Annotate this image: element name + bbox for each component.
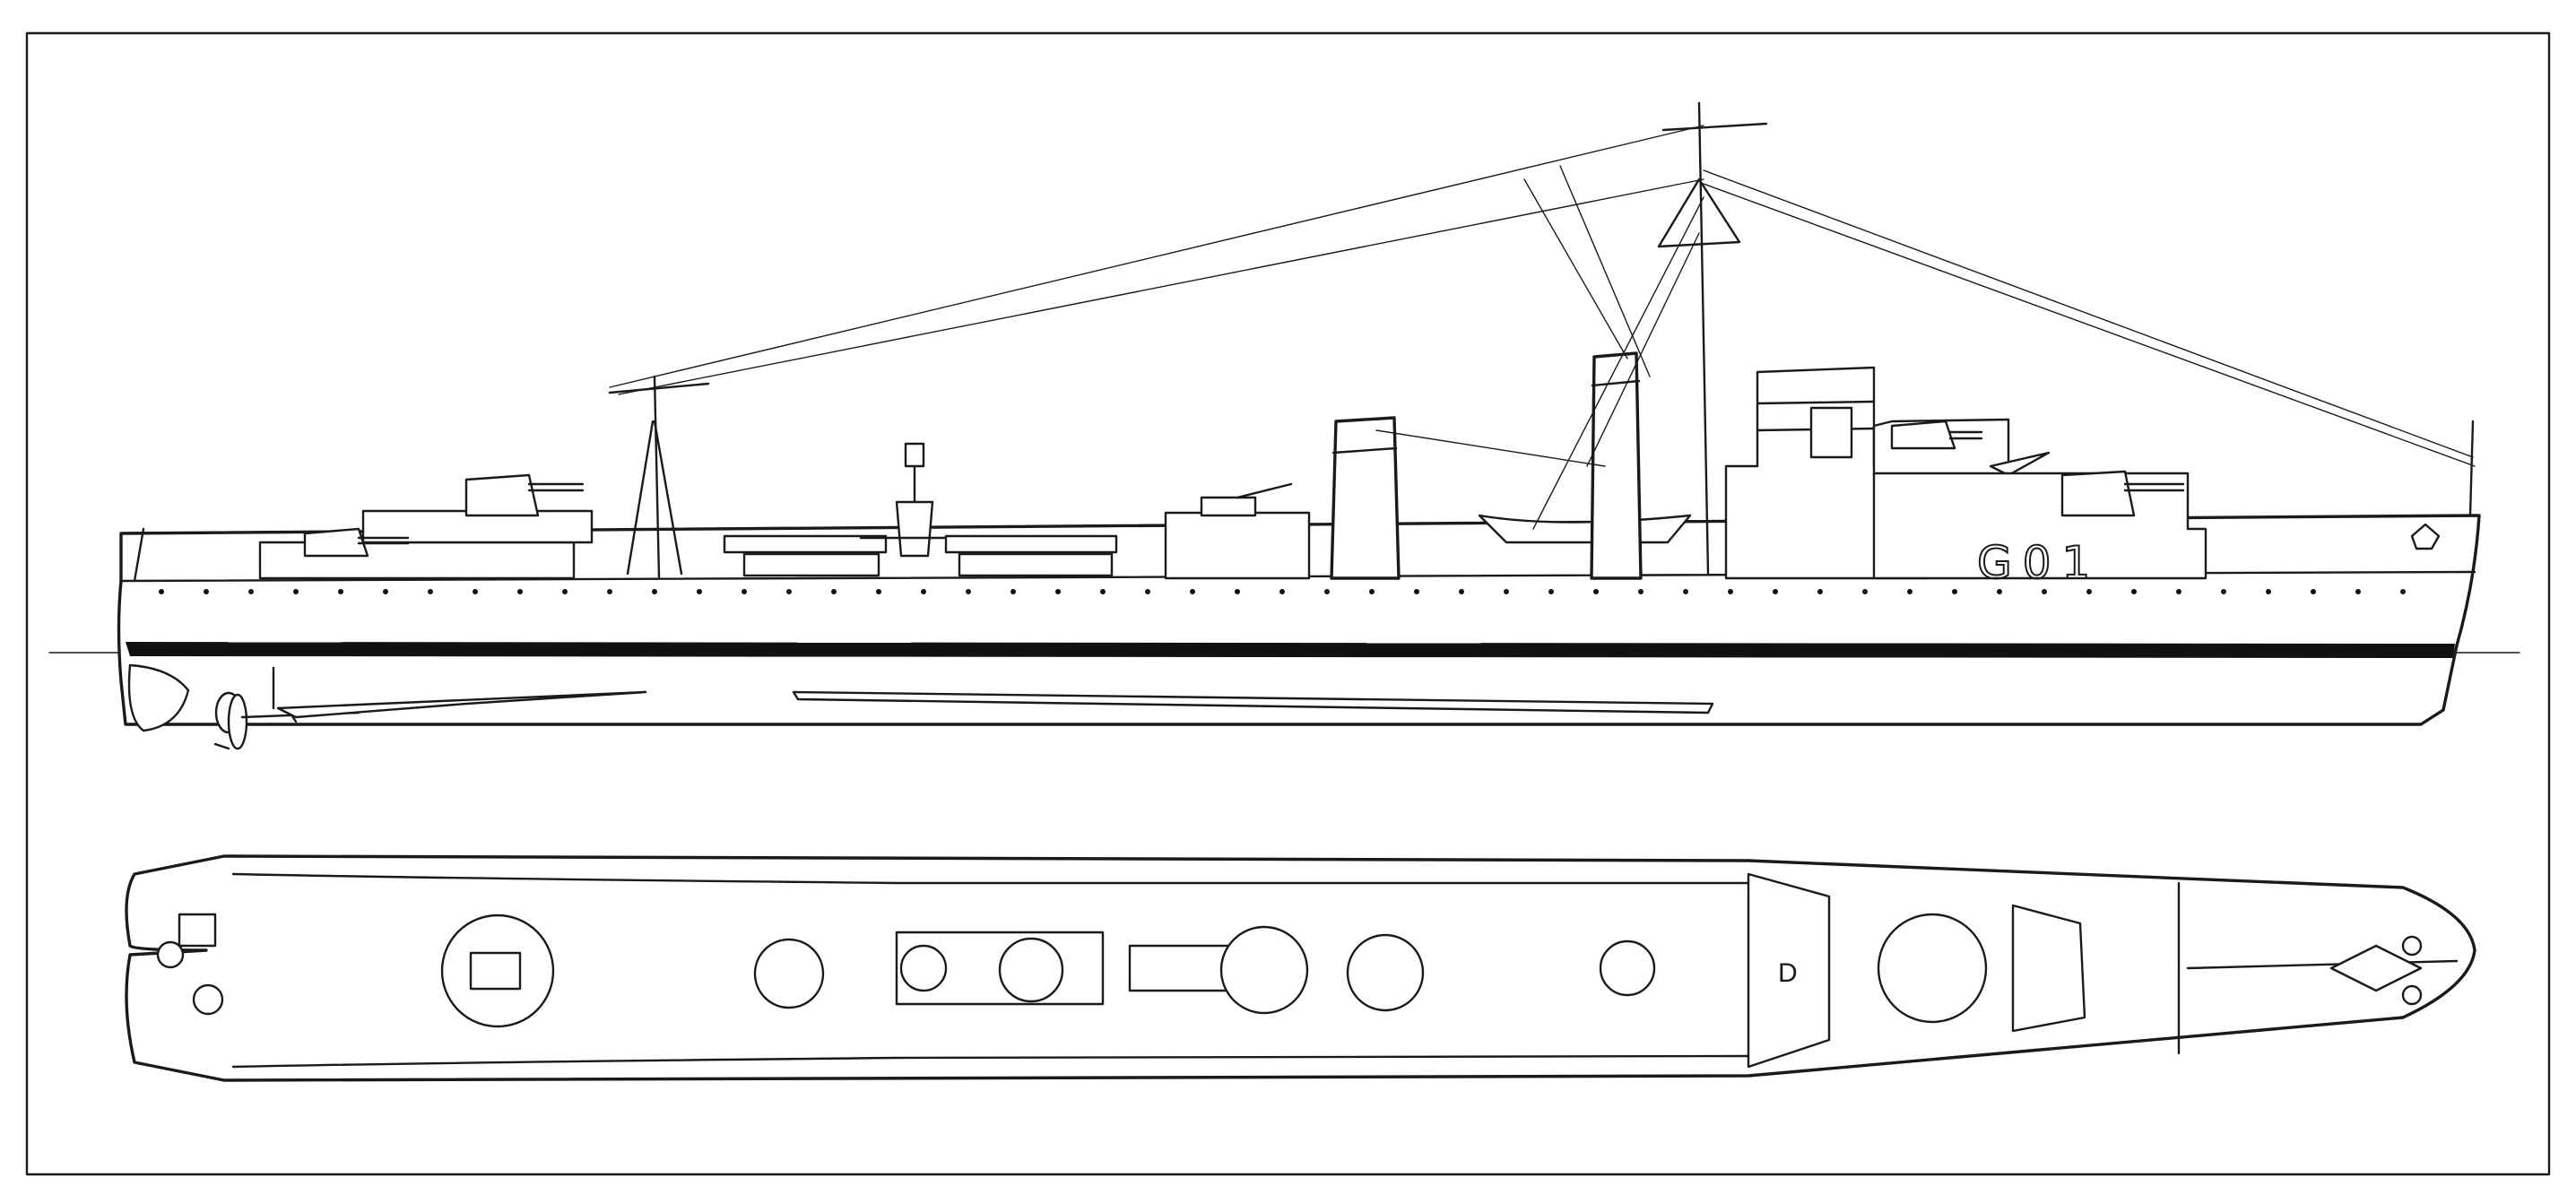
aft-gun-y: [464, 473, 585, 517]
midships-pom-pom: [1200, 482, 1293, 517]
ships-boat: [1478, 514, 1692, 544]
plan-aft-gun-x: [440, 914, 555, 1028]
plan-forward-gun-b: [1877, 913, 1988, 1024]
plan-anchor-gear: [2329, 935, 2423, 1006]
forward-gun-a: [2060, 470, 2185, 517]
pennant-number: G01: [1977, 537, 2101, 589]
starboard-deck-edge: [231, 1054, 1750, 1069]
boot-topping-band: [126, 642, 2455, 658]
plan-aft-funnel: [1346, 933, 1425, 1012]
propeller-shaft: [276, 690, 647, 719]
plan-deck-marking: D: [1778, 958, 1798, 988]
bilge-keel: [792, 690, 1714, 714]
foremast: [1657, 101, 1768, 576]
aft-torpedo-tubes: [723, 534, 888, 577]
plan-forward-gun-a: [2011, 904, 2086, 1033]
plan-forecastle: [2177, 881, 2459, 1055]
drawing-border: [25, 31, 2551, 1176]
plan-stern-gear: [156, 913, 224, 1016]
searchlight-tower: [859, 442, 970, 558]
rigging: [609, 125, 2476, 530]
plan-searchlight: [1219, 925, 1309, 1015]
breakwater: [1989, 451, 2051, 477]
rudder: [127, 663, 190, 732]
anchor-icon: [2410, 523, 2441, 550]
aft-funnel: [1330, 416, 1401, 580]
forward-funnel: [1590, 351, 1643, 580]
forward-gun-b: [1872, 418, 2010, 477]
midships-deckhouse: [1164, 511, 1311, 580]
mainmast: [608, 375, 710, 580]
jack-staff: [2468, 420, 2475, 517]
plan-view: D: [125, 854, 2476, 1082]
plan-aft-gun-y: [753, 938, 825, 1009]
forward-torpedo-tubes: [944, 534, 1118, 577]
plan-forward-funnel: [1599, 940, 1656, 997]
plan-bridge: [1747, 872, 1831, 1069]
aft-platform: [361, 509, 594, 544]
profile-view: G01: [48, 101, 2520, 750]
aft-gun-x: [303, 527, 410, 558]
propeller: [213, 691, 248, 750]
porthole-row: [159, 589, 2406, 594]
ensign-staff: [133, 527, 145, 583]
port-deck-edge: [231, 872, 1750, 885]
